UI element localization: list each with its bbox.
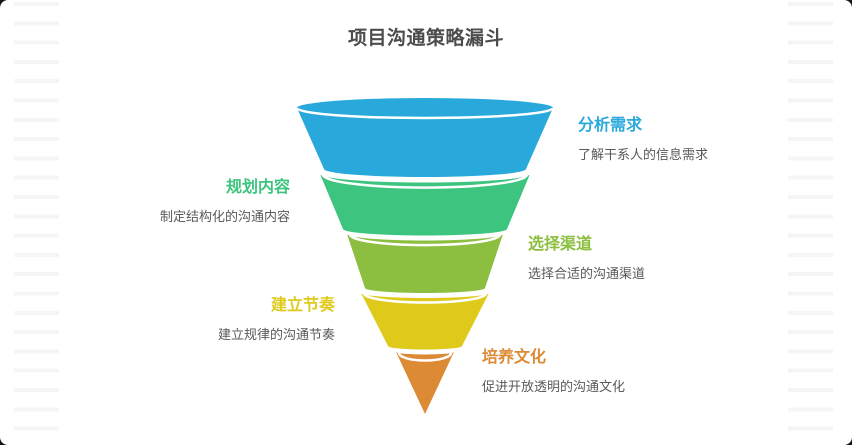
funnel-segment-analyze-body <box>297 108 553 177</box>
funnel-segment-analyze <box>295 98 555 177</box>
funnel-segment-culture-body <box>396 352 454 414</box>
funnel-segment-culture-rim <box>397 352 453 362</box>
stage-description-analyze: 了解干系人的信息需求 <box>578 147 709 162</box>
funnel-segment-channel-body <box>347 234 503 293</box>
stage-label-channel: 选择渠道 选择合适的沟通渠道 <box>528 235 645 283</box>
funnel-segment-plan-rim <box>321 174 529 189</box>
stage-name-analyze: 分析需求 <box>578 117 643 134</box>
funnel-segment-culture <box>396 352 454 414</box>
funnel-segment-rhythm-body <box>361 293 489 350</box>
page-title: 项目沟通策略漏斗 <box>347 28 504 49</box>
stage-description-rhythm: 建立规律的沟通节奏 <box>217 327 335 342</box>
funnel-segment-analyze-top <box>297 98 553 118</box>
stage-description-channel: 选择合适的沟通渠道 <box>528 266 646 281</box>
stage-name-rhythm: 建立节奏 <box>270 297 335 314</box>
stage-description-plan: 制定结构化的沟通内容 <box>159 209 290 224</box>
funnel-segment-analyze-rim <box>295 107 555 120</box>
stage-label-analyze: 分析需求 了解干系人的信息需求 <box>578 116 708 164</box>
funnel-segment-plan-body <box>320 174 530 236</box>
right-edge-stripes <box>788 2 833 443</box>
left-edge-stripes <box>14 2 59 443</box>
stage-label-plan: 规划内容 制定结构化的沟通内容 <box>160 178 290 226</box>
funnel-segment-plan <box>320 174 530 236</box>
stage-name-plan: 规划内容 <box>225 179 290 196</box>
stage-description-culture: 促进开放透明的沟通文化 <box>482 379 626 394</box>
stage-label-rhythm: 建立节奏 建立规律的沟通节奏 <box>218 296 335 344</box>
stage-label-culture: 培养文化 促进开放透明的沟通文化 <box>482 348 625 396</box>
stage-name-culture: 培养文化 <box>482 349 547 366</box>
stage-name-channel: 选择渠道 <box>528 236 593 253</box>
funnel-segment-channel-rim <box>348 234 502 247</box>
funnel-segment-rhythm-rim <box>362 293 488 304</box>
funnel-segment-channel <box>347 234 503 293</box>
funnel-segment-rhythm <box>361 293 489 350</box>
